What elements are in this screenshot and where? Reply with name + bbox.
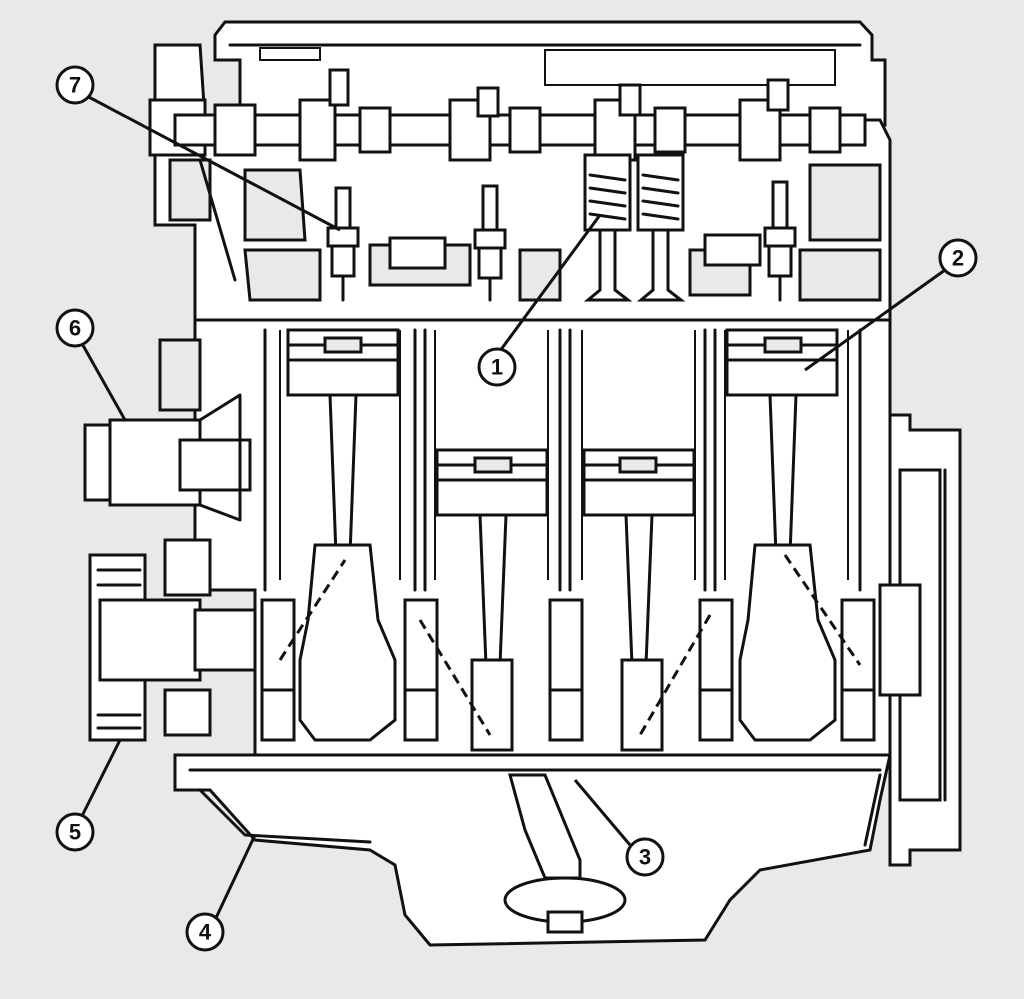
callout-2-label: 2 xyxy=(952,246,964,271)
callout-5-label: 5 xyxy=(69,820,81,845)
callout-7: 7 xyxy=(55,65,95,105)
piston xyxy=(435,448,549,667)
oil-pickup xyxy=(503,773,627,934)
flywheel xyxy=(878,413,962,867)
crankshaft xyxy=(260,543,876,752)
callout-6-label: 6 xyxy=(69,316,81,341)
spark-plug xyxy=(326,186,360,302)
leader-7 xyxy=(84,93,341,232)
callout-4: 4 xyxy=(185,912,225,952)
callout-2: 2 xyxy=(938,238,978,278)
callout-3: 3 xyxy=(625,837,665,877)
leader-4 xyxy=(213,834,257,921)
crankshaft-pulley xyxy=(88,538,257,742)
callout-6: 6 xyxy=(55,308,95,348)
head-ports xyxy=(243,163,882,302)
spark-plug xyxy=(473,184,507,302)
valve-cover xyxy=(213,20,887,127)
water-pump xyxy=(83,338,252,522)
camshaft xyxy=(173,68,867,162)
leader-5 xyxy=(78,739,122,821)
leader-1 xyxy=(495,214,602,356)
piston xyxy=(582,448,696,667)
pistons xyxy=(286,328,839,667)
piston xyxy=(286,328,400,557)
valve-springs xyxy=(583,153,686,302)
callout-3-label: 3 xyxy=(639,845,651,870)
leader-3 xyxy=(573,779,632,846)
spark-plug xyxy=(763,180,797,302)
leader-2 xyxy=(804,268,946,372)
callout-7-label: 7 xyxy=(69,73,81,98)
callout-1-label: 1 xyxy=(491,355,503,380)
callout-1: 1 xyxy=(477,347,517,387)
callout-5: 5 xyxy=(55,812,95,852)
leader-lines xyxy=(78,93,946,921)
piston xyxy=(725,328,839,557)
callout-4-label: 4 xyxy=(199,920,212,945)
spark-plugs xyxy=(326,180,797,302)
leader-6 xyxy=(78,339,127,421)
